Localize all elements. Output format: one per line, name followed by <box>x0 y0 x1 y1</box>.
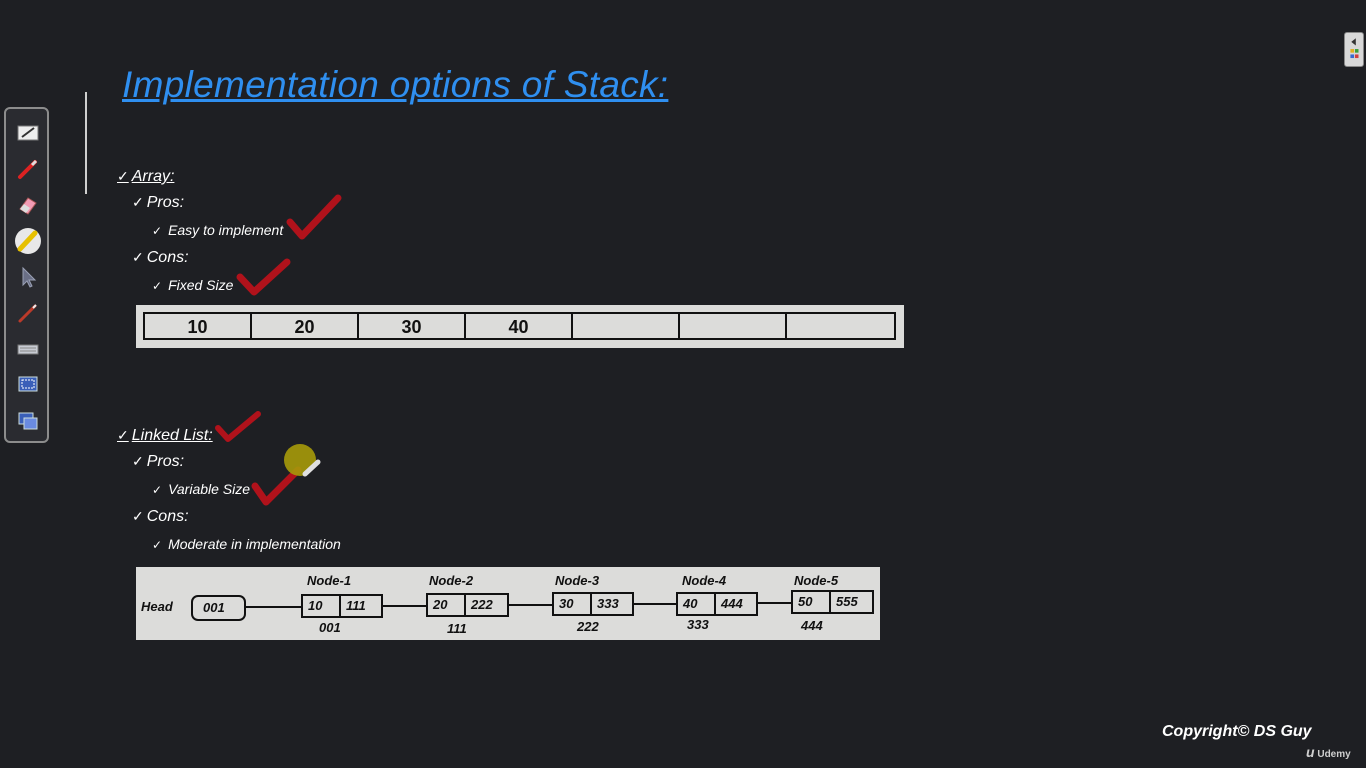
array-cell <box>573 314 680 338</box>
highlighter-cursor <box>284 444 316 476</box>
board-pen-icon[interactable] <box>16 121 40 145</box>
node-address: 222 <box>577 619 599 634</box>
node-address: 444 <box>801 618 823 633</box>
node-next: 222 <box>471 597 493 612</box>
check-icon: ✓ <box>132 249 144 265</box>
array-cell <box>787 314 894 338</box>
node-data: 10 <box>303 596 341 616</box>
check-icon: ✓ <box>152 224 163 238</box>
array-cells: 10 20 30 40 <box>143 312 896 340</box>
node-data: 50 <box>793 592 831 612</box>
node-next: 111 <box>346 598 366 613</box>
linked-list-cons-item: ✓Moderate in implementation <box>152 536 341 552</box>
node-next: 555 <box>836 594 858 609</box>
head-pointer-box: 001 <box>191 595 246 621</box>
array-pros-item: ✓Easy to implement <box>152 222 284 238</box>
check-icon: ✓ <box>152 279 163 293</box>
array-heading: ✓Array: <box>117 168 175 185</box>
linked-list-diagram: Head 001 Node-1 10 111 001 Node-2 20 222… <box>136 567 880 640</box>
pointer-icon[interactable] <box>16 265 40 289</box>
array-cell: 10 <box>145 314 252 338</box>
linked-list-pros-item: ✓Variable Size <box>152 481 251 497</box>
red-check-mark <box>215 411 261 442</box>
red-check-mark <box>236 258 291 296</box>
array-cons-label: ✓Cons: <box>132 249 189 266</box>
check-icon: ✓ <box>152 483 163 497</box>
node-next: 444 <box>721 596 743 611</box>
head-label: Head <box>141 599 173 614</box>
udemy-logo: u Udemy <box>1306 744 1351 760</box>
link-line <box>246 606 302 608</box>
expand-arrow-icon <box>1350 38 1359 59</box>
array-pros-label: ✓Pros: <box>132 194 185 211</box>
node-address: 001 <box>319 620 341 635</box>
link-line <box>758 602 792 604</box>
linked-list-pros-label: ✓Pros: <box>132 453 185 470</box>
node-address: 333 <box>687 617 709 632</box>
node-data: 40 <box>678 594 716 614</box>
annotation-toolbar <box>4 107 49 443</box>
check-icon: ✓ <box>132 508 144 524</box>
node-name: Node-2 <box>429 573 474 588</box>
screen-share-icon[interactable] <box>16 409 40 433</box>
side-panel-toggle[interactable] <box>1344 32 1364 67</box>
red-check-mark <box>286 194 342 240</box>
linked-list-heading: ✓Linked List: <box>117 427 213 444</box>
node-box: 40 444 <box>676 592 758 616</box>
array-cell: 40 <box>466 314 573 338</box>
link-line <box>634 603 677 605</box>
screen-capture-icon[interactable] <box>16 373 40 397</box>
node-box: 10 111 <box>301 594 383 618</box>
highlighter-cursor-pen <box>302 459 321 477</box>
node-name: Node-4 <box>682 573 727 588</box>
node-address: 111 <box>447 621 467 636</box>
page-title: Implementation options of Stack: <box>122 64 669 105</box>
check-icon: ✓ <box>152 538 163 552</box>
array-cell <box>680 314 787 338</box>
array-cell: 30 <box>359 314 466 338</box>
keyboard-icon[interactable] <box>16 337 40 361</box>
link-line <box>509 604 552 606</box>
eraser-icon[interactable] <box>16 193 40 217</box>
node-box: 20 222 <box>426 593 509 617</box>
node-box: 50 555 <box>791 590 874 614</box>
copyright-text: Copyright© DS Guy <box>1162 723 1312 740</box>
slide-divider <box>85 92 87 194</box>
array-cell: 20 <box>252 314 359 338</box>
node-name: Node-3 <box>555 573 600 588</box>
highlighter-pen-icon[interactable] <box>14 227 42 255</box>
node-name: Node-1 <box>307 573 352 588</box>
node-data: 20 <box>428 595 466 615</box>
check-icon: ✓ <box>132 194 144 210</box>
node-box: 30 333 <box>552 592 634 616</box>
node-next: 333 <box>597 596 619 611</box>
laser-pen-icon[interactable] <box>16 301 40 325</box>
red-check-mark <box>251 466 302 506</box>
udemy-u-icon: u <box>1306 744 1315 760</box>
check-icon: ✓ <box>117 168 129 184</box>
check-icon: ✓ <box>117 427 129 443</box>
link-line <box>383 605 427 607</box>
array-cons-item: ✓Fixed Size <box>152 277 234 293</box>
node-data: 30 <box>554 594 592 614</box>
array-diagram: 10 20 30 40 <box>136 305 904 348</box>
check-icon: ✓ <box>132 453 144 469</box>
node-name: Node-5 <box>794 573 839 588</box>
linked-list-cons-label: ✓Cons: <box>132 508 189 525</box>
red-pen-icon[interactable] <box>16 157 40 181</box>
